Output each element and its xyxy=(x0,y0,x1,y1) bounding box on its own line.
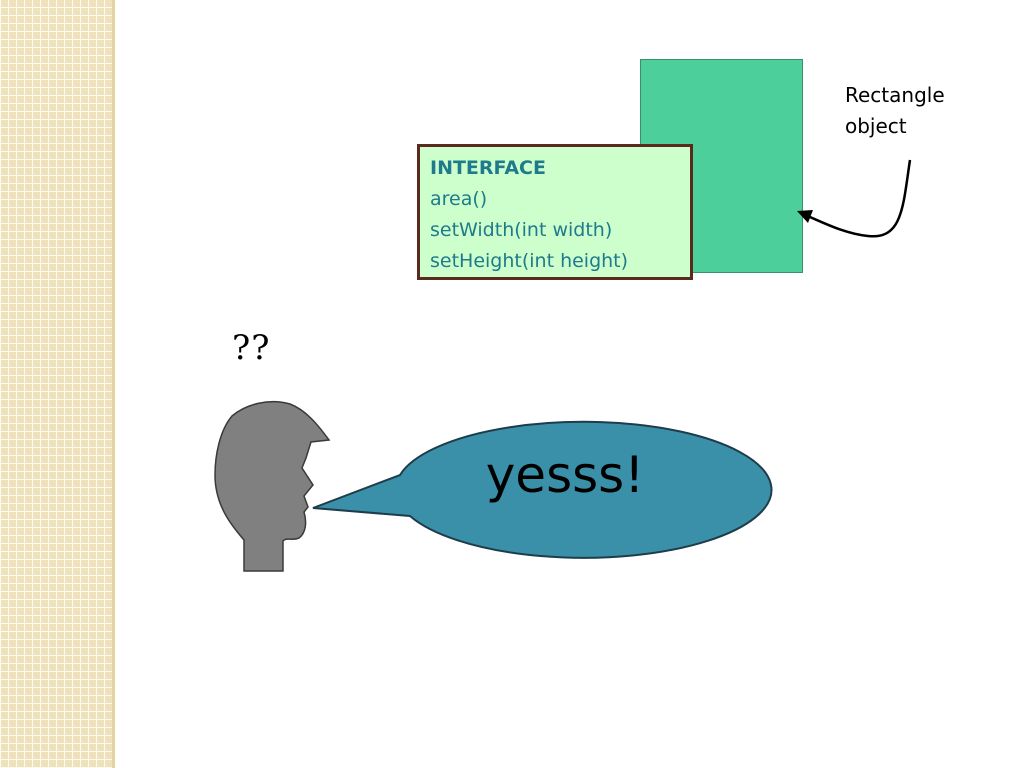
interface-box: INTERFACE area() setWidth(int width) set… xyxy=(417,144,693,280)
person-head-silhouette-icon xyxy=(214,400,331,572)
interface-method-setheight: setHeight(int height) xyxy=(430,250,629,272)
rectangle-caption-line2: object xyxy=(845,114,907,138)
decorative-side-strip xyxy=(0,0,112,768)
rectangle-object-caption: Rectangle object xyxy=(845,80,995,142)
interface-title: INTERFACE xyxy=(430,157,546,179)
interface-method-area: area() xyxy=(430,188,488,210)
question-marks: ?? xyxy=(232,328,271,368)
curved-arrow xyxy=(797,159,912,238)
side-strip-edge xyxy=(112,0,115,768)
rectangle-caption-line1: Rectangle xyxy=(845,83,945,107)
interface-method-setwidth: setWidth(int width) xyxy=(430,219,613,241)
speech-bubble-text: yesss! xyxy=(485,446,645,504)
speech-bubble xyxy=(312,420,773,559)
